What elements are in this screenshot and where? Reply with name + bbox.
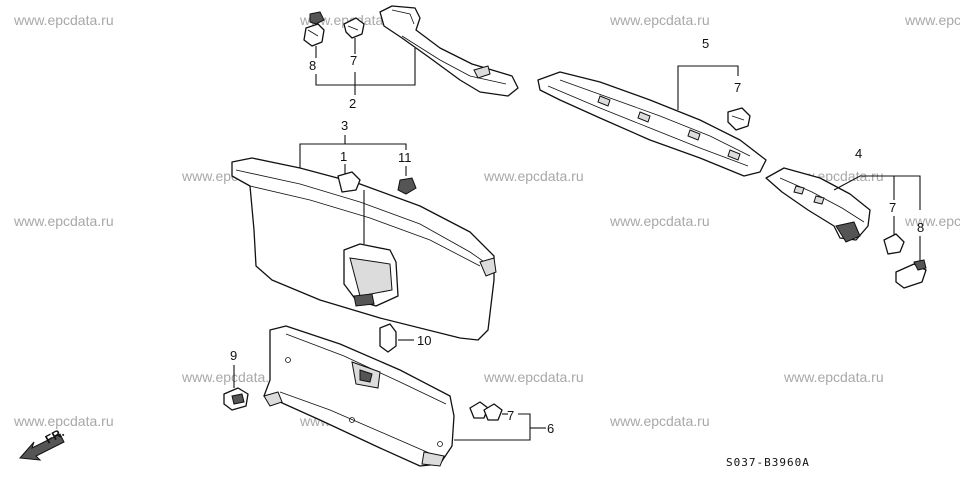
watermark: www.epcdata.ru [783, 369, 884, 385]
callout-6: 6 [547, 421, 554, 436]
watermark: www.epcdata.ru [904, 12, 960, 28]
watermark: www.epcdata.ru [609, 413, 710, 429]
callout-8: 8 [917, 220, 924, 235]
callout-5: 5 [702, 36, 709, 51]
part-7-clip [343, 17, 365, 39]
callout-4: 4 [855, 146, 862, 161]
watermark: www.epcdata.ru [13, 12, 114, 28]
watermark: www.epcdata.ru [483, 168, 584, 184]
callouts-upper-right: 5 7 [677, 36, 751, 131]
callout-3: 3 [341, 118, 348, 133]
callout-7: 7 [734, 80, 741, 95]
callout-10: 10 [417, 333, 431, 348]
watermark: www.epcdata.ru [299, 12, 400, 28]
callout-7: 7 [507, 408, 514, 423]
watermark: www.epcdata.ru [609, 12, 710, 28]
watermark: www.epcdata.ru [13, 213, 114, 229]
part-3-main-trim: 3 1 11 [231, 118, 497, 341]
part-7-clips: 7 6 [454, 401, 554, 441]
part-6-lower-trim [263, 325, 455, 467]
part-8-clip [303, 11, 325, 47]
part-5-upper-garnish [537, 71, 767, 177]
callout-1: 1 [340, 149, 347, 164]
callout-9: 9 [230, 348, 237, 363]
callout-8: 8 [309, 58, 316, 73]
watermark: www.epcdata.ru [609, 213, 710, 229]
front-arrow: FR. [18, 425, 66, 461]
watermark: www.epcdata.ru [483, 369, 584, 385]
part-4-side-garnish: 4 7 8 [765, 146, 927, 289]
callouts-top-left: 8 7 2 [309, 38, 416, 111]
part-2-pillar-trim [379, 5, 519, 97]
callout-7: 7 [350, 53, 357, 68]
part-9-clip: 9 [223, 348, 249, 411]
diagram-code: S037-B3960A [726, 456, 810, 469]
watermark: www.epcdata.ru [13, 413, 114, 429]
part-10-clip: 10 [379, 323, 431, 353]
callout-2: 2 [349, 96, 356, 111]
callout-7: 7 [889, 200, 896, 215]
watermark: www.epcdata.ru [904, 213, 960, 229]
watermark: www.epcdata.ru [181, 369, 282, 385]
callout-11: 11 [398, 150, 412, 165]
